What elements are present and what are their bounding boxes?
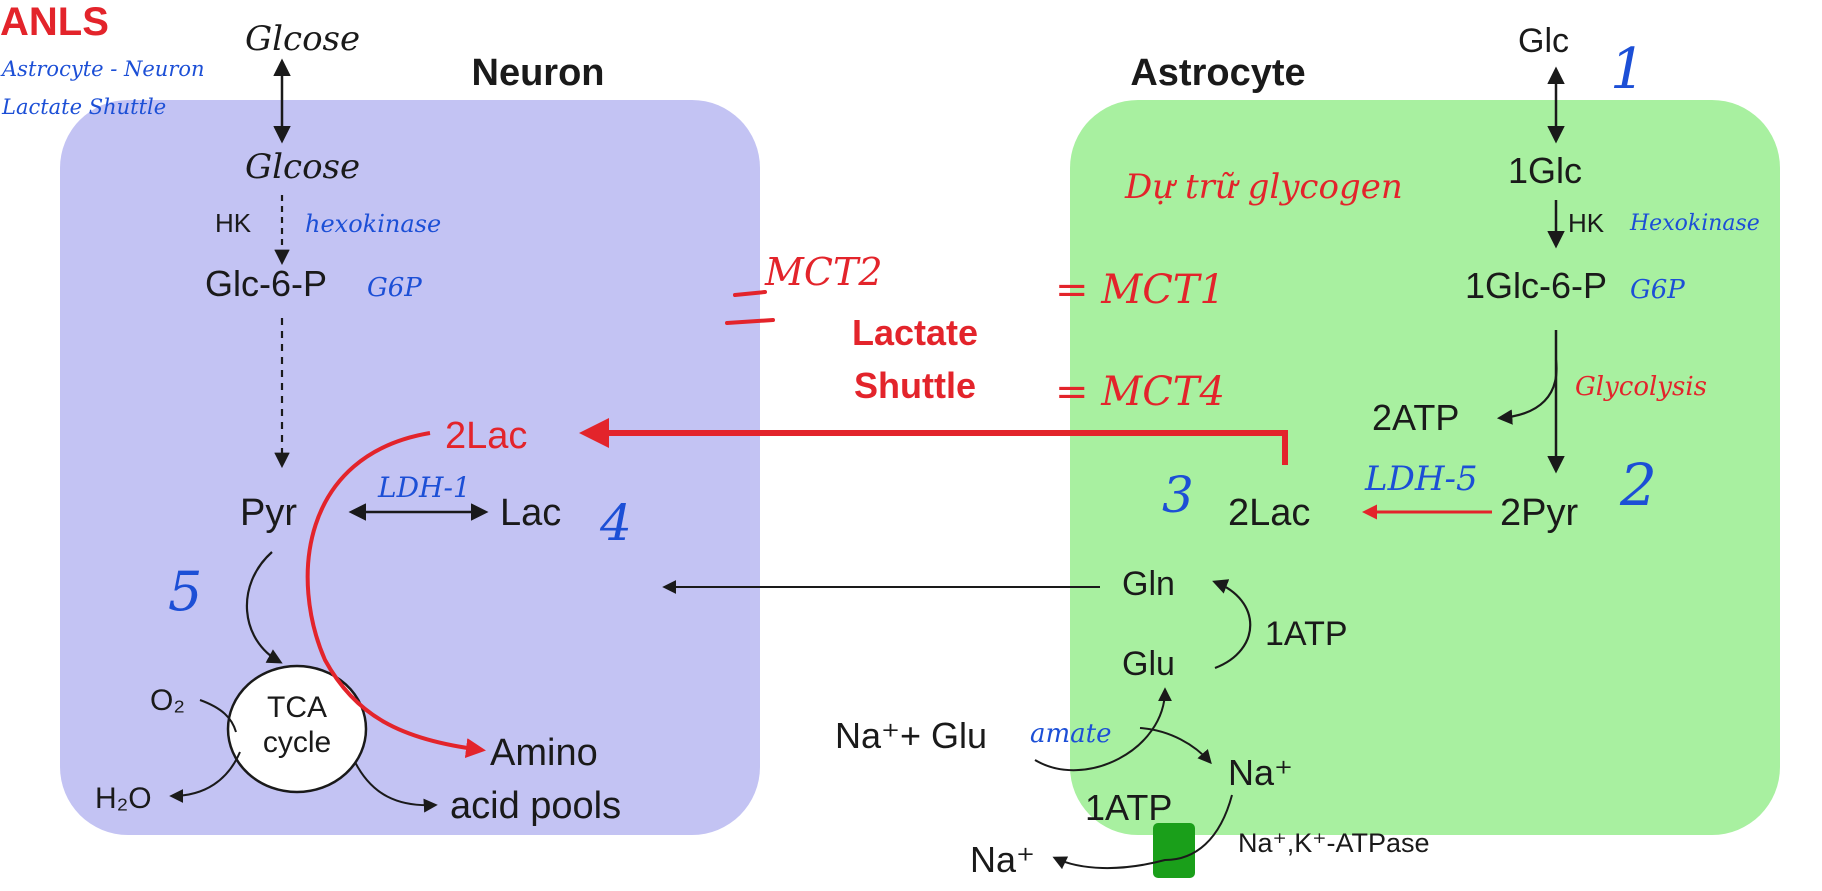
astrocyte-compartment xyxy=(1070,100,1780,835)
tca-cycle xyxy=(226,664,368,794)
glycogen-note: Dự trữ glycogen xyxy=(1124,167,1403,207)
gln-atp: 1ATP xyxy=(1265,615,1348,653)
neuron-pyr: Pyr xyxy=(240,492,297,534)
hexokinase-note-neuron: hexokinase xyxy=(305,210,441,238)
h2o-label: H₂O xyxy=(95,782,152,815)
anls-sub-2: Lactate Shuttle xyxy=(1,95,166,119)
tca-to-amino-arrow xyxy=(354,761,438,813)
mct2-equals-bottom xyxy=(725,318,775,325)
astro-g6p: 1Glc-6-P xyxy=(1465,265,1607,306)
lactate-shuttle-title-1: Lactate xyxy=(852,312,978,353)
ldh5-note: LDH-5 xyxy=(1364,459,1478,499)
astro-glucose-outside: Glc xyxy=(1518,22,1569,60)
astrocyte-title: Astrocyte xyxy=(1130,52,1305,94)
glutamate-uptake-arrow xyxy=(1034,687,1172,772)
astro-na-out: Na⁺ xyxy=(970,839,1035,880)
astro-gln: Gln xyxy=(1122,565,1175,603)
astro-2lac: 2Lac xyxy=(1228,492,1310,534)
amino-label-1: Amino xyxy=(490,732,598,774)
hexokinase-note-astro: Hexokinase xyxy=(1629,211,1760,236)
astro-2pyr: 2Pyr xyxy=(1500,492,1578,534)
neuron-title: Neuron xyxy=(472,52,605,94)
g6p-note-neuron: G6P xyxy=(367,273,422,303)
neuron-hk-label: HK xyxy=(215,208,252,238)
anls-note: ANLS xyxy=(0,0,109,44)
g6p-note-astro: G6P xyxy=(1630,275,1685,305)
astro-2atp: 2ATP xyxy=(1372,397,1459,438)
na-glutamate-uptake: Na⁺+ Glu xyxy=(835,715,987,756)
neuron-2lac: 2Lac xyxy=(445,415,527,457)
mct4-note: = MCT4 xyxy=(1055,369,1225,415)
ldh1-note: LDH-1 xyxy=(377,471,471,504)
tca-label-1: TCA xyxy=(267,691,327,724)
number-4-note: 4 xyxy=(599,494,632,552)
anls-sub-1: Astrocyte - Neuron xyxy=(0,57,205,81)
mct1-note: = MCT1 xyxy=(1055,267,1225,313)
mct2-equals-top xyxy=(733,290,767,297)
number-1-note: 1 xyxy=(1610,37,1646,102)
astro-glu: Glu xyxy=(1122,645,1175,683)
number-2-note: 2 xyxy=(1619,451,1657,519)
mct2-note: MCT2 xyxy=(764,250,883,294)
astro-glucose: 1Glc xyxy=(1508,150,1582,191)
na-k-atpase-pump xyxy=(1153,823,1195,878)
neuron-g6p: Glc-6-P xyxy=(205,263,327,304)
lactate-shuttle-title-2: Shuttle xyxy=(854,365,976,406)
pump-atp: 1ATP xyxy=(1085,787,1172,828)
astro-hk-label: HK xyxy=(1568,208,1605,238)
o2-to-tca-arrow xyxy=(199,699,237,733)
pyr-to-tca-arrow xyxy=(245,551,283,664)
atp-yield-arrow xyxy=(1496,359,1558,425)
tca-label-2: cycle xyxy=(263,726,331,759)
tca-to-h2o-arrow xyxy=(169,751,241,803)
o2-label: O₂ xyxy=(150,684,185,717)
neuron-lac: Lac xyxy=(500,492,561,534)
astro-na-in: Na⁺ xyxy=(1228,752,1293,793)
number-5-note: 5 xyxy=(168,560,202,623)
amino-label-2: acid pools xyxy=(450,785,621,827)
glycolysis-note: Glycolysis xyxy=(1575,372,1707,402)
amate-note: amate xyxy=(1030,719,1112,749)
lactate-utilization-curve xyxy=(305,431,486,758)
lactate-shuttle-arrow xyxy=(579,418,1288,465)
glu-to-gln-arrow xyxy=(1212,579,1252,670)
neuron-glucose: Glcose xyxy=(245,147,360,187)
neuron-compartment xyxy=(60,100,760,835)
sodium-efflux-arrow xyxy=(1052,794,1233,870)
sodium-uptake-arrow xyxy=(1139,727,1212,765)
na-k-atpase-label: Na⁺,K⁺-ATPase xyxy=(1238,828,1430,858)
neuron-glucose-outside: Glcose xyxy=(245,19,360,59)
number-3-note: 3 xyxy=(1162,466,1194,524)
